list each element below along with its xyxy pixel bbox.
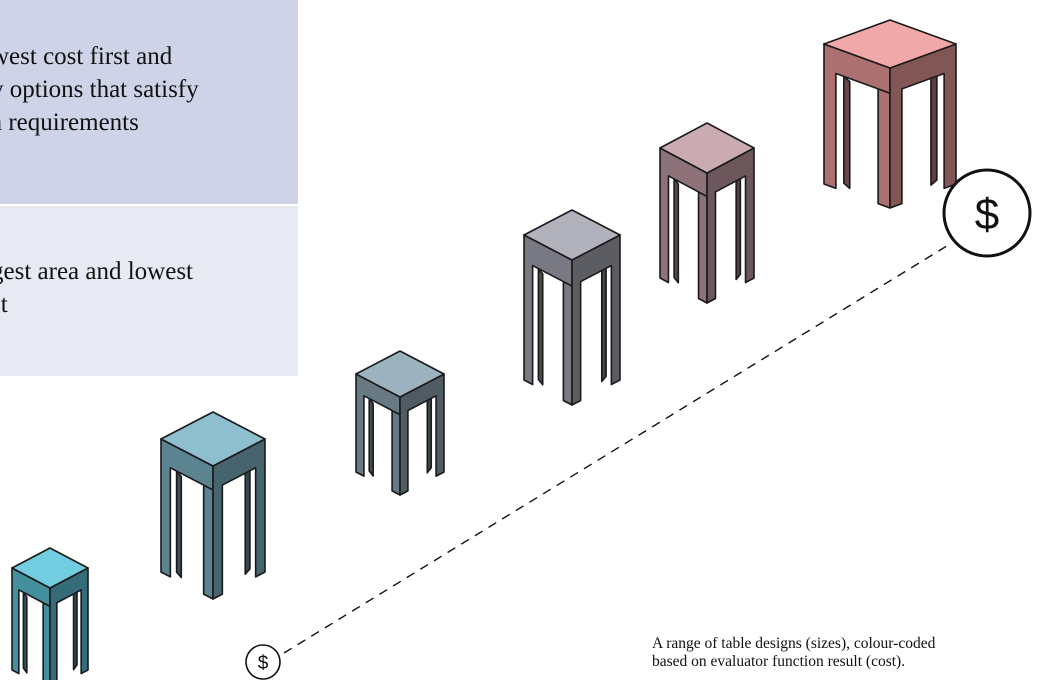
criteria-text-1: west cost first and y options that satis… <box>0 43 199 136</box>
table-top <box>11 547 89 589</box>
low-cost-marker: $ <box>245 644 281 680</box>
inner-leg <box>175 470 183 579</box>
inner-leg <box>368 397 374 477</box>
table-top <box>355 350 445 398</box>
inner-leg <box>735 174 742 281</box>
cost-gradient-line <box>283 243 951 654</box>
table-6 <box>823 19 957 209</box>
table-1 <box>11 547 89 680</box>
low-cost-circle <box>245 644 281 680</box>
inner-leg <box>842 75 851 190</box>
right-face <box>49 567 89 680</box>
table-top <box>523 209 621 261</box>
right-face <box>889 43 957 209</box>
table-5 <box>659 122 755 304</box>
tables-layer <box>11 19 957 680</box>
table-top <box>823 19 957 69</box>
right-face <box>706 147 755 304</box>
high-cost-symbol: $ <box>975 190 999 239</box>
right-face <box>571 234 621 406</box>
criteria-text-2: gest area and lowest st <box>0 258 194 318</box>
inner-leg <box>930 72 938 186</box>
inner-leg <box>244 466 251 576</box>
table-3 <box>355 350 445 496</box>
figure-caption: A range of table designs (sizes), colour… <box>652 635 936 670</box>
high-cost-circle <box>942 168 1032 258</box>
inner-leg <box>600 264 607 383</box>
criteria-panel-2: gest area and lowest st <box>0 206 298 376</box>
table-top <box>160 411 266 467</box>
high-cost-marker: $ <box>942 168 1032 258</box>
right-face <box>399 373 445 496</box>
table-top <box>659 122 755 174</box>
inner-leg <box>673 178 680 284</box>
inner-leg <box>22 591 28 674</box>
table-4 <box>523 209 621 406</box>
inner-leg <box>72 588 78 671</box>
table-2 <box>160 411 266 600</box>
right-face <box>212 438 266 600</box>
criteria-panel-1: west cost first and y options that satis… <box>0 0 298 204</box>
inner-leg <box>537 267 544 386</box>
low-cost-symbol: $ <box>258 653 269 674</box>
inner-leg <box>426 394 433 474</box>
